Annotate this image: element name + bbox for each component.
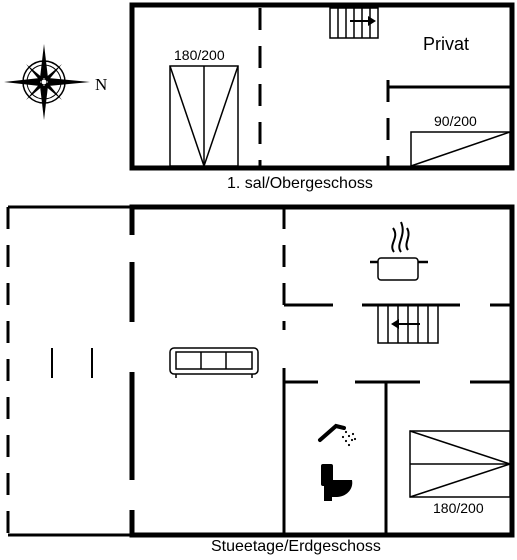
ground-floor-outer-wall bbox=[129, 204, 515, 538]
ground-floor-caption: Stueetage/Erdgeschoss bbox=[211, 538, 381, 555]
upper-floor-caption: 1. sal/Obergeschoss bbox=[227, 175, 373, 192]
upper-floor bbox=[129, 2, 515, 171]
upper-single-bed-size-label: 90/200 bbox=[434, 113, 477, 129]
staircase-icon bbox=[329, 7, 379, 39]
sofa-icon bbox=[169, 347, 259, 378]
upper-floor-outer-wall bbox=[129, 2, 515, 171]
shower-icon bbox=[318, 423, 357, 447]
upper-floor-room-label: Privat bbox=[423, 34, 470, 54]
upper-double-bed-size-label: 180/200 bbox=[174, 47, 225, 63]
staircase-icon bbox=[377, 304, 439, 344]
single-bed-icon bbox=[410, 131, 511, 167]
cooking-pot-icon bbox=[370, 221, 428, 281]
compass-rose-icon bbox=[4, 44, 90, 120]
double-bed-icon bbox=[169, 65, 239, 167]
double-bed-icon bbox=[409, 430, 511, 498]
compass-north-label: N bbox=[95, 75, 108, 94]
ground-double-bed-size-label: 180/200 bbox=[433, 500, 484, 516]
toilet-icon bbox=[321, 464, 353, 501]
ground-floor bbox=[6, 204, 515, 538]
